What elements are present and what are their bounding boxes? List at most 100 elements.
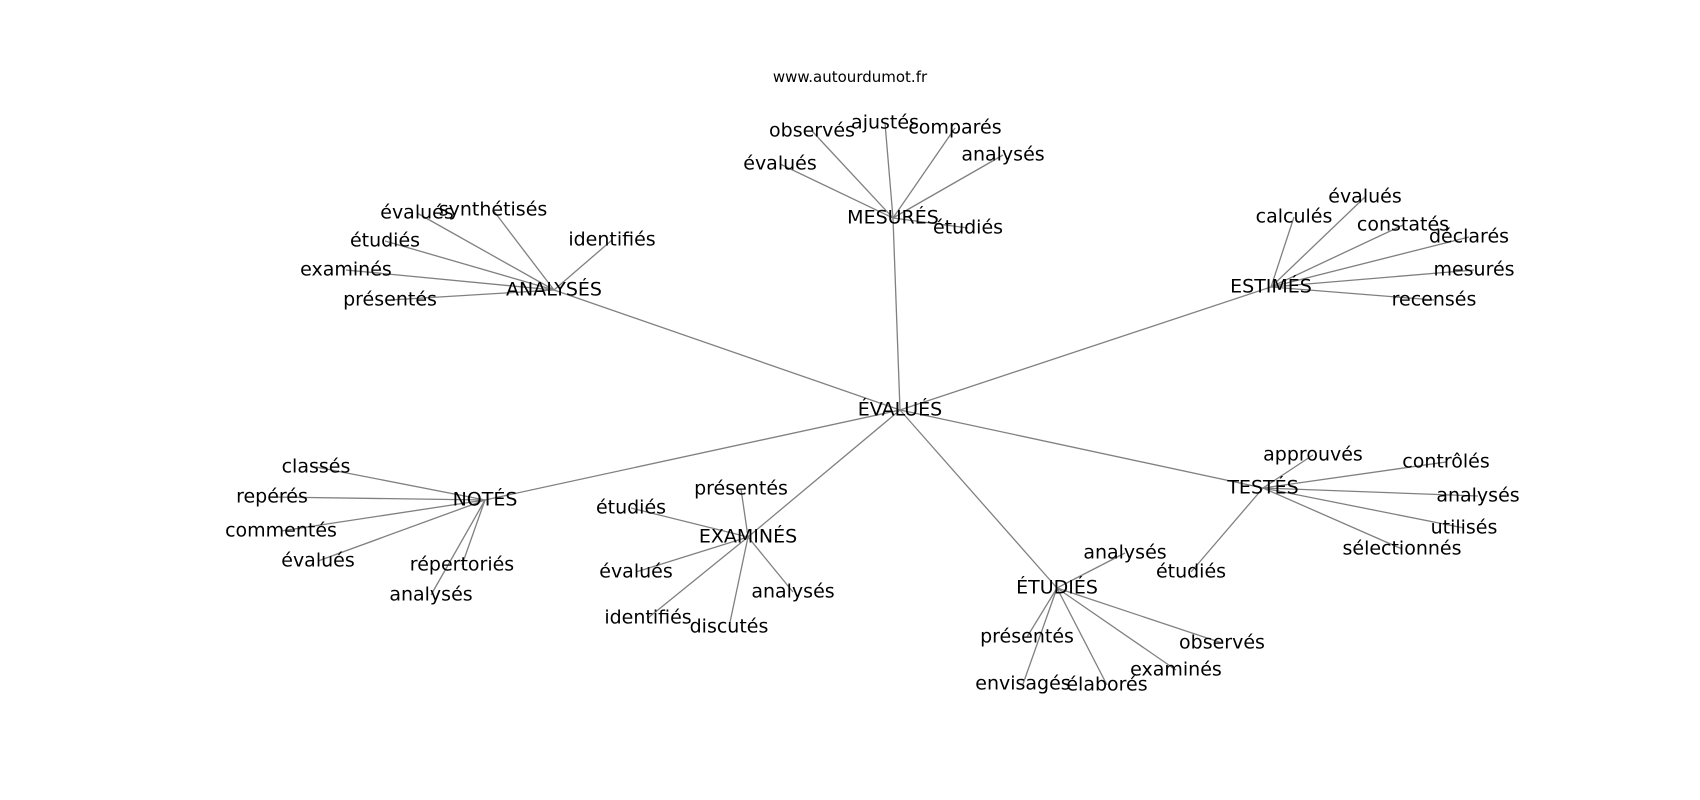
cluster-word[interactable]: MESURÉS — [847, 206, 939, 229]
source-credit: www.autourdumot.fr — [773, 68, 928, 86]
cluster-word[interactable]: ÉTUDIÉS — [1016, 576, 1098, 599]
leaf-edge — [647, 536, 749, 619]
related-word[interactable]: déclarés — [1429, 226, 1509, 248]
leaf-edge — [1190, 487, 1264, 573]
related-word[interactable]: analysés — [389, 584, 472, 606]
leaf-edge — [430, 499, 486, 596]
center-edge — [892, 217, 901, 411]
leaf-edge — [1026, 587, 1058, 638]
center-edge — [899, 286, 1272, 411]
center-word[interactable]: ÉVALUÉS — [858, 398, 942, 421]
leaf-edge — [635, 536, 749, 573]
center-edge — [484, 409, 901, 501]
leaf-edge — [740, 488, 749, 538]
leaf-edge — [1270, 286, 1435, 301]
related-word[interactable]: présentés — [694, 478, 788, 500]
related-word[interactable]: analysés — [1083, 542, 1166, 564]
related-word[interactable]: identifiés — [568, 229, 655, 251]
related-word[interactable]: évalués — [281, 550, 355, 572]
related-word[interactable]: étudiés — [596, 497, 666, 519]
related-word[interactable]: envisagés — [975, 673, 1070, 695]
leaf-edge — [892, 217, 969, 229]
leaf-edge — [1262, 454, 1314, 489]
leaf-edge — [779, 163, 894, 219]
related-word[interactable]: évalués — [743, 153, 817, 175]
leaf-edge — [630, 507, 749, 538]
leaf-edge — [1262, 487, 1465, 529]
related-word[interactable]: examinés — [1130, 659, 1222, 681]
related-word[interactable]: examinés — [300, 259, 392, 281]
leaf-edge — [1056, 587, 1177, 671]
cluster-word[interactable]: NOTÉS — [453, 488, 518, 511]
cluster-word[interactable]: EXAMINÉS — [699, 525, 797, 548]
cluster-word[interactable]: ANALYSÉS — [506, 278, 602, 301]
related-word[interactable]: comparés — [908, 117, 1001, 139]
leaf-edge — [728, 536, 749, 628]
leaf-edge — [1262, 487, 1479, 497]
related-word[interactable]: répertoriés — [410, 554, 514, 576]
related-word[interactable]: observés — [769, 120, 855, 142]
related-word[interactable]: analysés — [1436, 485, 1519, 507]
related-word[interactable]: classés — [282, 456, 351, 478]
leaf-edge — [280, 499, 486, 532]
edges-layer — [271, 122, 1479, 686]
related-word[interactable]: discutés — [690, 616, 769, 638]
leaf-edge — [811, 130, 894, 219]
related-word[interactable]: synthétisés — [439, 199, 548, 221]
related-word[interactable]: analysés — [961, 144, 1044, 166]
leaf-edge — [1270, 236, 1470, 288]
related-word[interactable]: recensés — [1392, 289, 1477, 311]
related-word[interactable]: présentés — [343, 289, 437, 311]
center-edge — [899, 409, 1264, 489]
related-word[interactable]: étudiés — [1156, 561, 1226, 583]
leaf-edge — [892, 154, 1004, 219]
related-word[interactable]: évalués — [599, 561, 673, 583]
leaf-edge — [1056, 587, 1223, 644]
center-edge — [747, 409, 901, 538]
leaf-edge — [492, 209, 555, 291]
related-word[interactable]: évalués — [380, 202, 454, 224]
leaf-edge — [416, 212, 555, 291]
leaf-edge — [317, 499, 486, 562]
related-word[interactable]: constatés — [1357, 214, 1449, 236]
related-word[interactable]: approuvés — [1263, 444, 1363, 466]
leaf-edge — [461, 499, 486, 566]
leaf-edge — [1056, 552, 1126, 589]
related-word[interactable]: ajustés — [851, 112, 919, 134]
related-word[interactable]: contrôlés — [1402, 451, 1489, 473]
related-word[interactable]: étudiés — [933, 217, 1003, 239]
related-word[interactable]: sélectionnés — [1342, 538, 1461, 560]
center-edge — [899, 409, 1058, 589]
related-word[interactable]: évalués — [1328, 186, 1402, 208]
leaf-edge — [1022, 587, 1058, 685]
related-word[interactable]: observés — [1179, 632, 1265, 654]
related-word[interactable]: étudiés — [350, 230, 420, 252]
leaf-edge — [553, 239, 613, 291]
related-word[interactable]: identifiés — [604, 607, 691, 629]
leaf-edge — [1262, 461, 1447, 489]
leaf-edge — [747, 536, 794, 593]
center-edge — [553, 289, 901, 411]
cluster-word[interactable]: ESTIMÉS — [1230, 275, 1312, 298]
leaf-edge — [1262, 487, 1403, 550]
leaf-edge — [1056, 587, 1108, 686]
leaf-edge — [1270, 224, 1404, 288]
leaf-edge — [1270, 216, 1295, 288]
leaf-edge — [345, 269, 555, 291]
related-word[interactable]: utilisés — [1431, 517, 1498, 539]
related-word[interactable]: repérés — [236, 486, 308, 508]
leaf-edge — [1270, 269, 1475, 288]
related-word[interactable]: présentés — [980, 626, 1074, 648]
cluster-word[interactable]: TESTÉS — [1226, 476, 1298, 499]
leaf-edge — [384, 240, 555, 291]
related-word[interactable]: analysés — [751, 581, 834, 603]
leaf-edge — [315, 466, 486, 501]
related-word[interactable]: calculés — [1256, 206, 1333, 228]
leaf-edge — [271, 496, 486, 501]
related-word[interactable]: élaborés — [1066, 674, 1147, 696]
related-word[interactable]: commentés — [225, 520, 337, 542]
leaf-edge — [1270, 196, 1366, 288]
related-word[interactable]: mesurés — [1433, 259, 1514, 281]
